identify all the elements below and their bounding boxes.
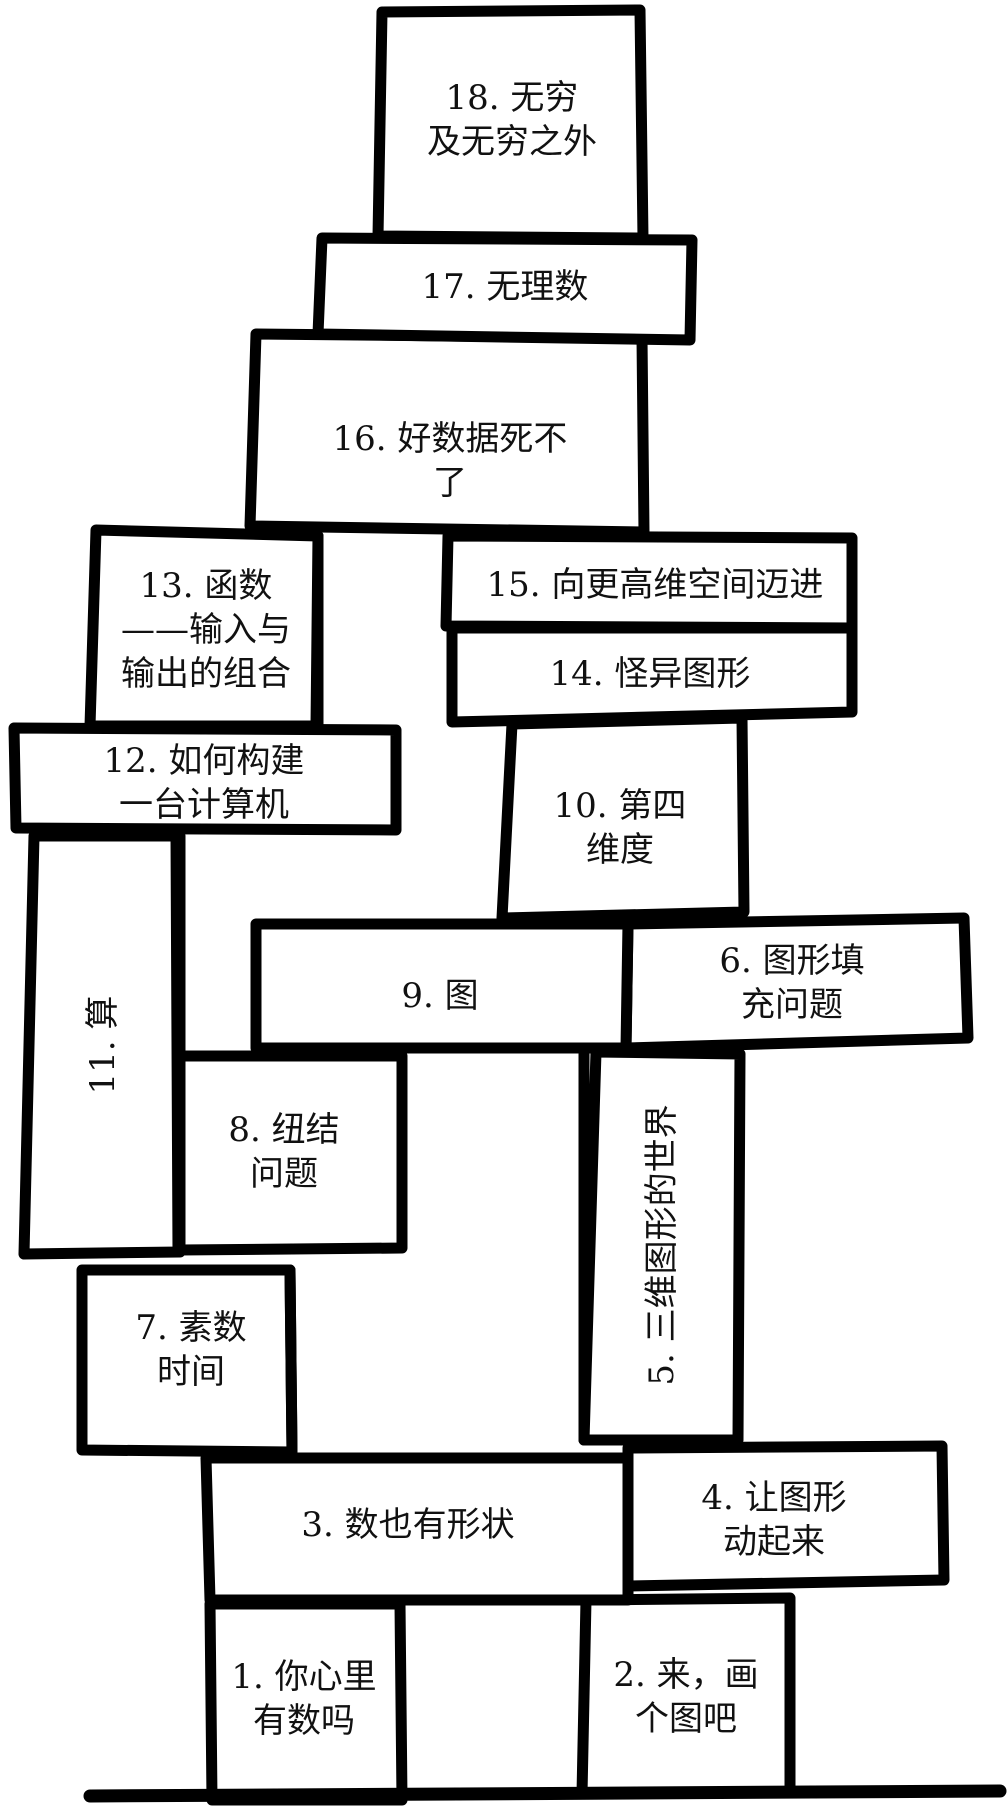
chapter-label-line: ——输入与 [121, 610, 291, 650]
chapter-label-line: 11. 算 [83, 996, 123, 1095]
chapter-label-line: 问题 [250, 1154, 318, 1194]
chapter-label-8: 8. 纽结问题 [228, 1110, 339, 1194]
chapter-label-13: 13. 函数——输入与输出的组合 [121, 566, 291, 694]
chapter-label-line: 时间 [157, 1352, 225, 1392]
chapter-label-10: 10. 第四维度 [554, 786, 687, 870]
chapter-box-8 [174, 1050, 408, 1256]
chapter-label-line: 输出的组合 [121, 654, 291, 694]
divider-line [170, 830, 184, 1258]
chapter-label-line: 2. 来，画 [613, 1655, 758, 1695]
chapter-label-2: 2. 来，画个图吧 [613, 1655, 758, 1739]
divider-line [284, 1264, 298, 1456]
chapter-label-line: 12. 如何构建 [104, 741, 305, 781]
chapter-box-6 [620, 912, 974, 1054]
chapter-label-7: 7. 素数时间 [135, 1308, 246, 1392]
chapter-labels: 1. 你心里有数吗 2. 来，画个图吧 3. 数也有形状 4. 让图形动起来 5. 三维… [83, 78, 865, 1741]
chapter-label-14: 14. 怪异图形 [550, 654, 751, 694]
chapter-label-line: 16. 好数据死不 [333, 419, 568, 459]
chapter-label-line: 4. 让图形 [701, 1478, 846, 1518]
chapter-label-line: 1. 你心里 [231, 1657, 376, 1697]
chapter-label-line: 7. 素数 [135, 1308, 246, 1348]
chapter-boxes [8, 4, 974, 1806]
chapter-label-line: 了 [433, 463, 467, 503]
chapter-label-1: 1. 你心里有数吗 [231, 1657, 376, 1741]
chapter-label-line: 15. 向更高维空间迈进 [487, 565, 824, 605]
chapter-label-line: 13. 函数 [140, 566, 273, 606]
chapter-box-4 [622, 1440, 950, 1592]
chapter-label-line: 一台计算机 [119, 785, 289, 825]
chapter-label-line: 3. 数也有形状 [301, 1505, 514, 1545]
chapter-label-line: 17. 无理数 [422, 267, 589, 307]
chapter-label-line: 维度 [586, 830, 654, 870]
chapter-label-line: 14. 怪异图形 [550, 654, 751, 694]
chapter-box-15 [440, 530, 858, 634]
chapter-label-line: 有数吗 [253, 1701, 355, 1741]
chapter-label-line: 个图吧 [635, 1699, 737, 1739]
chapter-label-line: 10. 第四 [554, 786, 687, 826]
chapter-box-3 [200, 1452, 634, 1606]
chapter-label-12: 12. 如何构建一台计算机 [104, 741, 305, 825]
chapter-label-line: 动起来 [723, 1522, 825, 1562]
chapter-box-2 [576, 1592, 796, 1800]
chapter-label-5: 5. 三维图形的世界 [642, 1104, 682, 1385]
divider-line [310, 530, 324, 732]
chapter-label-3: 3. 数也有形状 [301, 1505, 514, 1545]
chapter-label-6: 6. 图形填充问题 [719, 941, 864, 1025]
chapter-label-line: 18. 无穷 [446, 78, 579, 118]
chapter-label-line: 8. 纽结 [228, 1110, 339, 1150]
chapter-label-17: 17. 无理数 [422, 267, 589, 307]
chapter-label-line: 9. 图 [401, 976, 478, 1016]
chapter-box-18 [372, 4, 649, 244]
chapter-label-4: 4. 让图形动起来 [701, 1478, 846, 1562]
chapter-label-line: 及无穷之外 [427, 122, 597, 162]
chapter-label-line: 6. 图形填 [719, 941, 864, 981]
chapter-label-9: 9. 图 [401, 976, 478, 1016]
chapter-label-line: 5. 三维图形的世界 [642, 1104, 682, 1385]
chapter-label-line: 充问题 [741, 985, 843, 1025]
chapter-label-15: 15. 向更高维空间迈进 [487, 565, 824, 605]
chapter-box-9 [250, 918, 634, 1054]
ground-line [83, 1784, 1007, 1803]
chapter-label-16: 16. 好数据死不了 [333, 419, 568, 503]
chapter-label-18: 18. 无穷及无穷之外 [427, 78, 597, 162]
dividers [170, 530, 590, 1456]
chapter-label-11: 11. 算 [83, 996, 123, 1095]
